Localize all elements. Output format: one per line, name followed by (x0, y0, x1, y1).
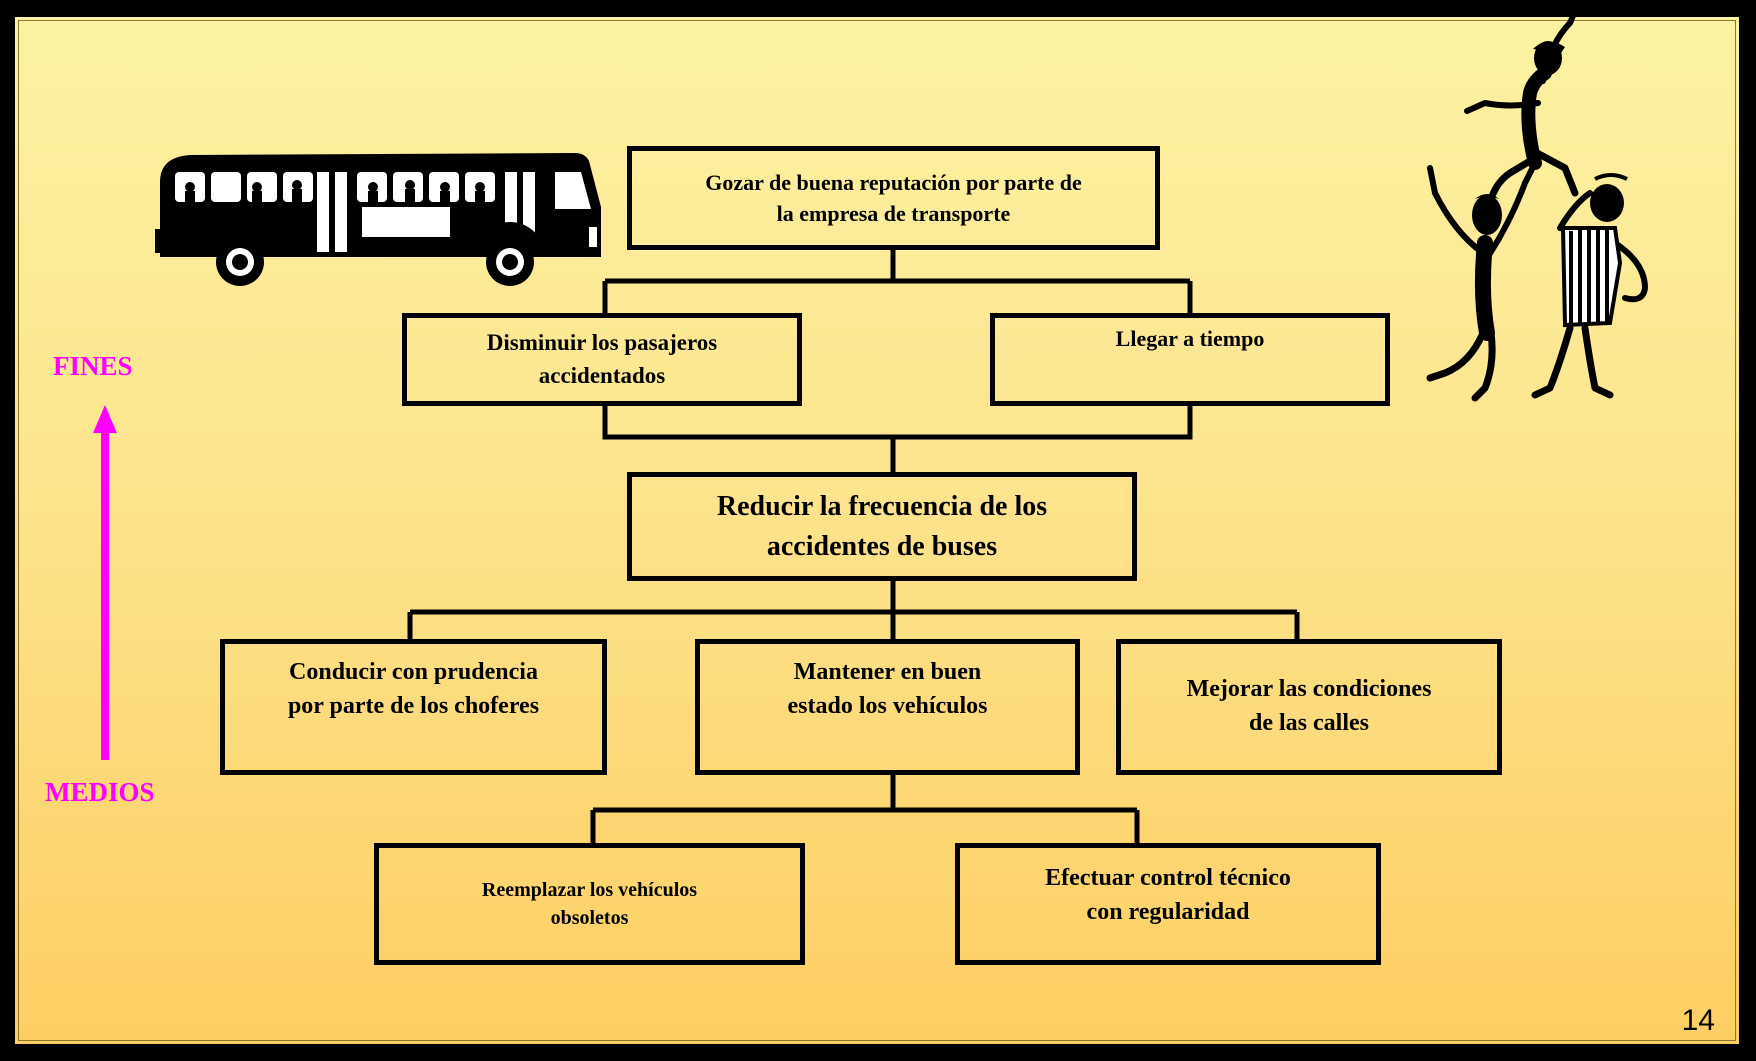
dancing-people-clipart (1426, 8, 1648, 402)
ends-label: FINES (53, 351, 133, 381)
slide: Gozar de buena reputación por parte de l… (12, 8, 1742, 1047)
sub-means-right-box: Efectuar control técnico con regularidad (955, 843, 1381, 965)
sub-means-right-text: Efectuar control técnico con regularidad (1045, 865, 1291, 925)
means-center-text: Mantener en buen estado los vehículos (787, 659, 988, 719)
means-right-box: Mejorar las condiciones de las calles (1116, 639, 1502, 775)
goal-box: Gozar de buena reputación por parte de l… (627, 146, 1160, 250)
sub-means-left-box: Reemplazar los vehículos obsoletos (374, 843, 805, 965)
page-number: 14 (1681, 1004, 1715, 1037)
sub-means-left-text: Reemplazar los vehículos obsoletos (481, 879, 698, 929)
bus-clipart (155, 153, 601, 286)
means-center-box: Mantener en buen estado los vehículos (695, 639, 1080, 775)
means-label: MEDIOS (45, 777, 155, 807)
means-right-text: Mejorar las condiciones de las calles (1186, 676, 1432, 736)
goal-text: Gozar de buena reputación por parte de l… (705, 170, 1082, 226)
connector-lines (407, 250, 1300, 843)
end-right-box: Llegar a tiempo (990, 313, 1390, 406)
up-arrow-icon (93, 405, 117, 760)
means-left-text: Conducir con prudencia por parte de los … (287, 659, 540, 719)
central-objective-text: Reducir la frecuencia de los accidentes … (716, 491, 1048, 562)
central-objective-box: Reducir la frecuencia de los accidentes … (627, 472, 1137, 581)
end-left-text: Disminuir los pasajeros accidentados (486, 330, 718, 388)
end-left-box: Disminuir los pasajeros accidentados (402, 313, 802, 406)
end-right-text: Llegar a tiempo (1115, 326, 1265, 351)
means-left-box: Conducir con prudencia por parte de los … (220, 639, 607, 775)
